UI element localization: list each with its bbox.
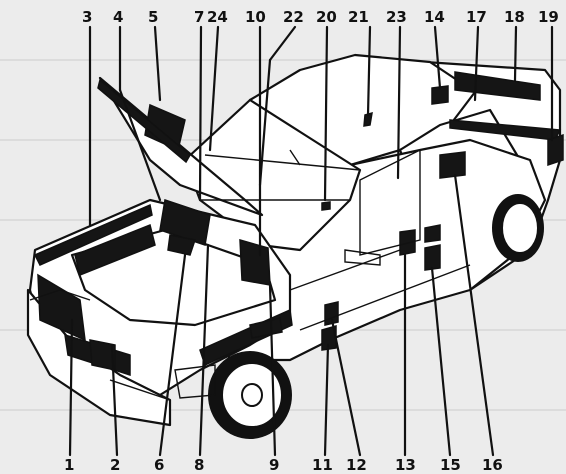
left-fender-strip xyxy=(33,203,153,266)
callout-9: 9 xyxy=(269,456,279,474)
callout-11: 11 xyxy=(312,456,333,474)
roof-marker xyxy=(363,111,373,127)
callout-23: 23 xyxy=(386,8,407,26)
car-illustration xyxy=(26,53,564,439)
callout-20: 20 xyxy=(316,8,337,26)
callout-2: 2 xyxy=(110,456,120,474)
hood-edge-strip xyxy=(97,78,191,164)
callout-3: 3 xyxy=(82,8,92,26)
callout-18: 18 xyxy=(504,8,525,26)
callout-5: 5 xyxy=(148,8,158,26)
front-panel-pad xyxy=(89,339,116,371)
callout-16: 16 xyxy=(482,456,503,474)
callout-15: 15 xyxy=(440,456,461,474)
rear-door-pad-3 xyxy=(424,224,441,243)
callout-6: 6 xyxy=(154,456,164,474)
leader-lines xyxy=(68,25,554,457)
callout-13: 13 xyxy=(395,456,416,474)
rear-panel-pad xyxy=(547,133,564,167)
firewall-small-pad xyxy=(167,234,196,256)
top-callout-numbers: 3 4 5 7 24 10 22 20 21 23 14 17 18 19 xyxy=(82,8,559,26)
callout-12: 12 xyxy=(346,456,367,474)
callout-24: 24 xyxy=(207,8,228,26)
firewall-pad xyxy=(159,199,211,246)
callout-4: 4 xyxy=(113,8,123,26)
callout-19: 19 xyxy=(538,8,559,26)
callout-7: 7 xyxy=(194,8,204,26)
callout-8: 8 xyxy=(194,456,204,474)
callout-21: 21 xyxy=(348,8,369,26)
callout-14: 14 xyxy=(424,8,445,26)
floor-marker xyxy=(321,201,331,211)
rear-door-pad-2 xyxy=(424,244,441,271)
roof-pad xyxy=(431,85,449,105)
front-wheel xyxy=(208,351,292,439)
callout-10: 10 xyxy=(245,8,266,26)
callout-22: 22 xyxy=(283,8,304,26)
bottom-callout-numbers: 1 2 6 8 9 11 12 13 15 16 xyxy=(64,456,503,474)
engine-bay-left-pad xyxy=(74,223,156,277)
front-door-pad-2 xyxy=(321,325,337,351)
callout-1: 1 xyxy=(64,456,74,474)
rear-wheel xyxy=(492,194,544,262)
callout-17: 17 xyxy=(466,8,487,26)
strut-pad xyxy=(239,238,271,286)
rear-quarter-pad xyxy=(439,151,466,179)
